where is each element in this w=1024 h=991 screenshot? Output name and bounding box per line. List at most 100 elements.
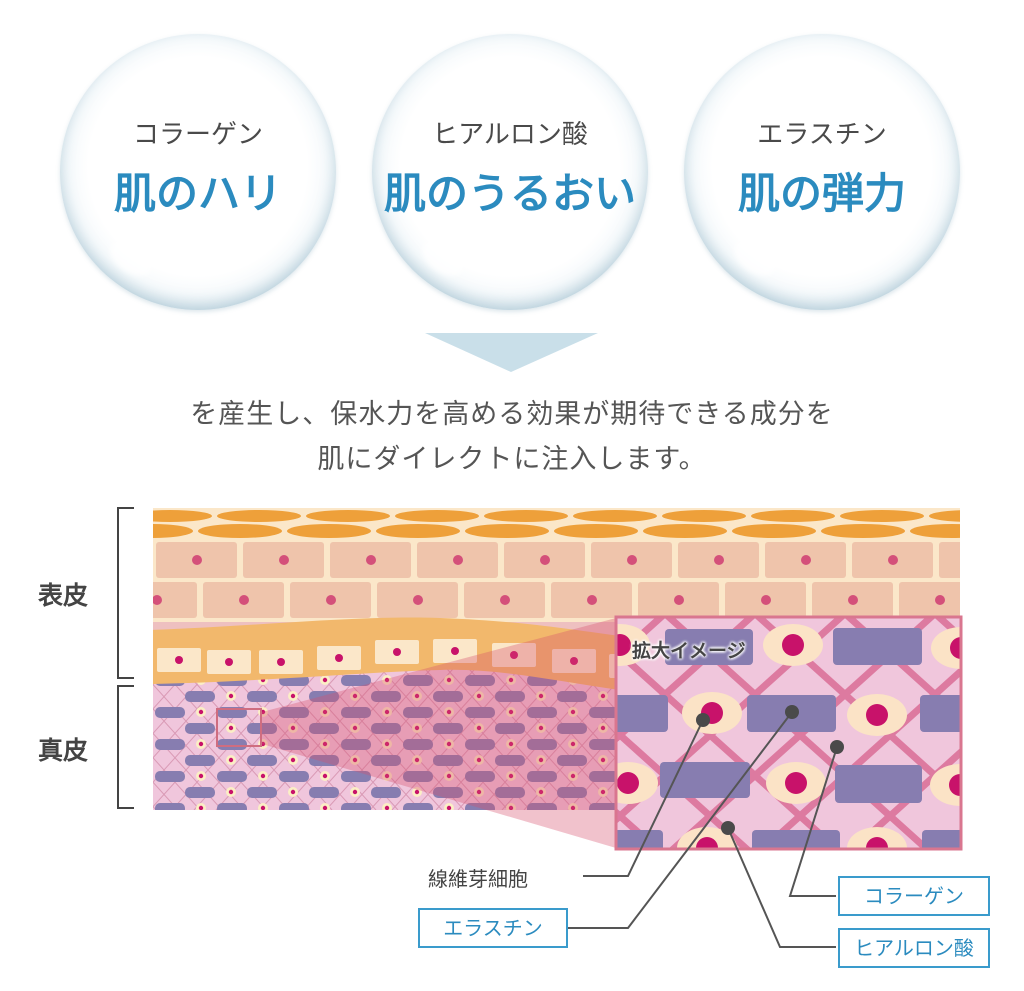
- fibroblast-cell: [1002, 739, 1012, 749]
- dermis-fiber: [153, 708, 245, 810]
- elastin-fiber: [495, 723, 525, 734]
- basal-nucleus: [175, 656, 183, 664]
- dermis-fiber: [438, 659, 575, 810]
- fibroblast-nucleus: [1005, 678, 1009, 682]
- dermis-fiber: [964, 660, 1024, 810]
- collagen-fiber: [1010, 600, 1024, 870]
- elastin-fiber: [403, 739, 433, 750]
- keratin-cell: [821, 524, 905, 538]
- elastin-fiber: [155, 739, 185, 750]
- zoom-border: [614, 615, 963, 851]
- keratin-cell: [840, 510, 924, 522]
- elastin-fiber: [279, 739, 309, 750]
- elastin-fiber: [309, 787, 339, 798]
- elastin-fiber: [527, 803, 557, 810]
- dermis-fiber: [259, 659, 396, 810]
- dermis-fiber: [391, 659, 528, 810]
- elastin-fiber: [371, 691, 401, 702]
- fibroblast-nucleus: [866, 837, 888, 849]
- keratin-cell: [929, 510, 960, 522]
- collagen-fiber: [1010, 600, 1024, 870]
- leader-hyaluronic: [727, 827, 836, 948]
- fibroblast-nucleus: [950, 637, 961, 659]
- fibroblast-nucleus: [1005, 806, 1009, 810]
- fibroblast-nucleus: [696, 837, 718, 849]
- dermis-fiber: [347, 659, 484, 810]
- dermis-fiber: [153, 659, 242, 759]
- fibroblast-cell: [931, 627, 961, 669]
- elastin-fiber: [371, 723, 401, 734]
- fibroblast-nucleus: [414, 725, 420, 731]
- dermis-label: 真皮: [38, 736, 89, 765]
- fibroblast-nucleus: [352, 757, 358, 763]
- keratin-cell: [732, 524, 816, 538]
- elastin-fiber: [922, 830, 961, 849]
- fibroblast-nucleus: [508, 677, 514, 683]
- fibroblast-nucleus: [290, 725, 296, 731]
- keratin-cell: [153, 524, 193, 538]
- keratin-cell: [287, 524, 371, 538]
- elastin-fiber: [155, 771, 185, 782]
- fibroblast-nucleus: [785, 772, 807, 794]
- elastin-fiber: [495, 755, 525, 766]
- fibroblast-nucleus: [290, 757, 296, 763]
- dermis-fiber: [215, 659, 352, 810]
- elastin-fiber: [589, 771, 619, 782]
- elastin-fiber: [616, 830, 663, 849]
- elastin-fiber: [155, 707, 185, 718]
- dermis-fiber: [0, 660, 2, 810]
- fibroblast-nucleus: [949, 774, 961, 796]
- fibroblast-nucleus: [322, 709, 328, 715]
- callout-hyaluronic: ヒアルロン酸: [838, 928, 990, 968]
- fibroblast-nucleus: [290, 693, 296, 699]
- fibroblast-nucleus: [414, 757, 420, 763]
- fibroblast-nucleus: [616, 634, 631, 656]
- fibroblast-cell: [1002, 707, 1012, 717]
- fibroblast-cell: [970, 755, 980, 765]
- nucleus: [326, 595, 336, 605]
- fibroblast-cell: [930, 764, 961, 806]
- fibroblast-nucleus: [228, 693, 234, 699]
- dermis-fiber: [153, 757, 201, 810]
- bubble-collagen: コラーゲン 肌のハリ: [60, 34, 336, 310]
- basal-nucleus: [225, 658, 233, 666]
- elastin-fiber: [247, 691, 277, 702]
- elastin-fiber: [185, 755, 215, 766]
- elastin-fiber: [527, 771, 557, 782]
- keratin-cell: [376, 524, 460, 538]
- description-line-2: 肌にダイレクトに注入します。: [317, 444, 707, 475]
- elastin-fiber: [495, 691, 525, 702]
- dermis-fiber: [174, 659, 311, 810]
- elastin-fiber: [309, 723, 339, 734]
- elastin-fiber: [589, 707, 619, 718]
- fibroblast-nucleus: [1005, 742, 1009, 746]
- fibroblast-nucleus: [973, 726, 977, 730]
- bubble-effect: 肌のうるおい: [383, 169, 636, 218]
- elastin-fiber: [527, 707, 557, 718]
- elastin-fiber: [465, 771, 495, 782]
- callout-point: [830, 740, 844, 754]
- elastin-fiber: [752, 830, 840, 849]
- fibroblast-nucleus: [414, 789, 420, 795]
- fibroblast-nucleus: [198, 709, 204, 715]
- dermis-fiber: [457, 659, 594, 810]
- epidermis-label: 表皮: [38, 581, 89, 610]
- basal-nucleus: [335, 654, 343, 662]
- bracket-epidermis: [117, 507, 134, 679]
- fibroblast-nucleus: [384, 805, 390, 810]
- fibroblast-nucleus: [508, 773, 514, 779]
- nucleus: [413, 595, 423, 605]
- collagen-fiber: [616, 807, 662, 849]
- fibroblast-cell: [1002, 803, 1012, 813]
- nucleus: [888, 555, 898, 565]
- elastin-fiber: [433, 723, 463, 734]
- fibroblast-nucleus: [600, 693, 606, 699]
- elastin-fiber: [961, 707, 991, 718]
- callout-fibroblast: 線維芽細胞: [428, 867, 528, 891]
- magnify-cone: [216, 618, 616, 848]
- fibroblast-nucleus: [538, 757, 544, 763]
- elastin-fiber: [557, 787, 587, 798]
- elastin-fiber: [433, 787, 463, 798]
- fibroblast-nucleus: [446, 741, 452, 747]
